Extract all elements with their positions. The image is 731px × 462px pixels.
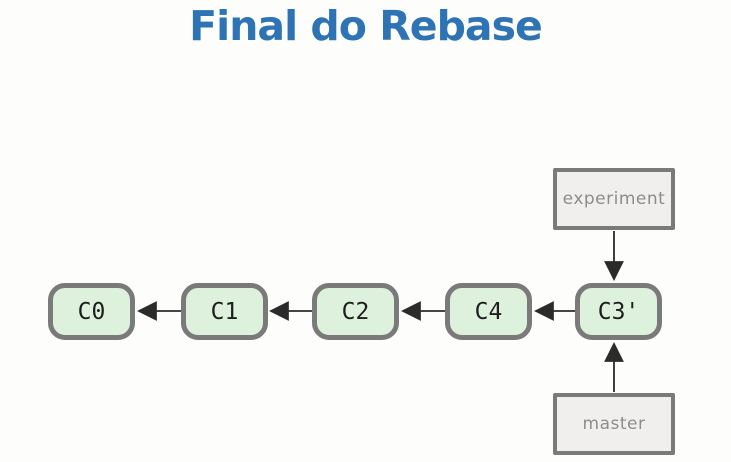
commit-label: C2 <box>341 298 370 325</box>
branch-box-master: master <box>553 393 675 455</box>
commit-node-c0: C0 <box>48 283 135 340</box>
commit-label: C3' <box>597 298 640 325</box>
branch-label: master <box>582 414 646 434</box>
branch-label: experiment <box>562 189 666 209</box>
commit-label: C0 <box>77 298 106 325</box>
branch-box-experiment: experiment <box>553 168 675 230</box>
commit-label: C4 <box>474 298 503 325</box>
commit-label: C1 <box>210 298 239 325</box>
commit-node-c4: C4 <box>445 283 532 340</box>
commit-node-c2: C2 <box>312 283 399 340</box>
commit-node-c1: C1 <box>181 283 268 340</box>
commit-node-c3-prime: C3' <box>575 283 662 340</box>
page-title: Final do Rebase <box>189 2 543 50</box>
